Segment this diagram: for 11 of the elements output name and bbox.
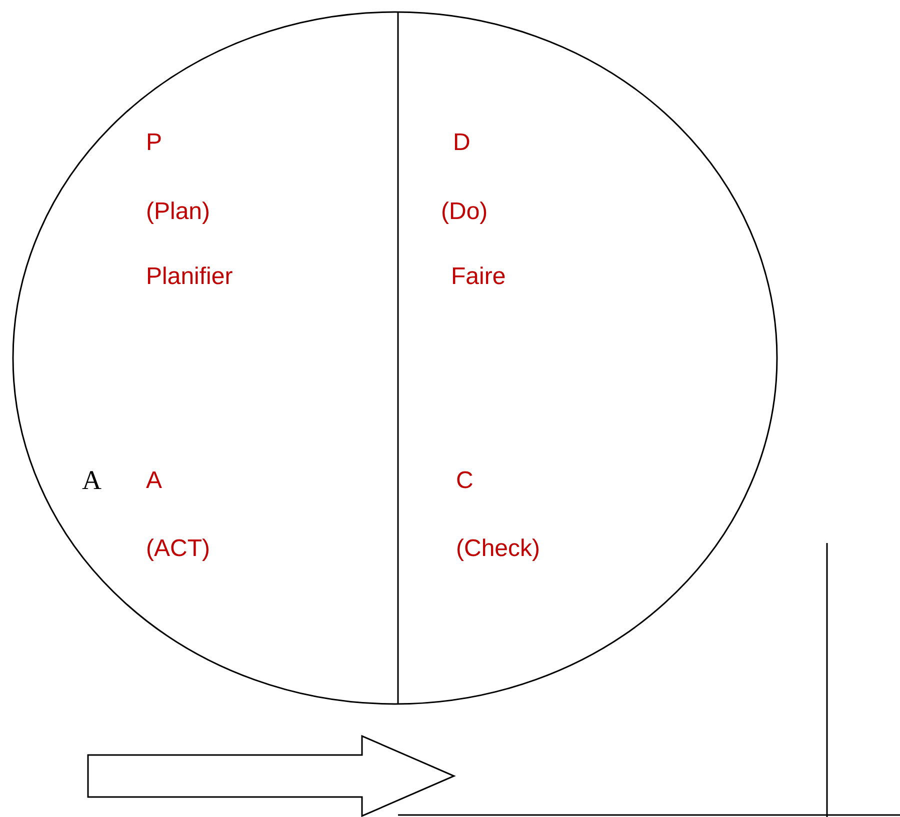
cycle-label: A — [146, 467, 162, 495]
cycle-label: P — [146, 129, 162, 157]
cycle-label: (Plan) — [146, 198, 210, 226]
cycle-label: Faire — [451, 263, 506, 291]
quadrant-letter: A — [82, 465, 102, 495]
cycle-label: C — [456, 467, 474, 495]
cycle-label: (ACT) — [146, 535, 210, 563]
cycle-label: (Check) — [456, 535, 540, 563]
cycle-label: D — [453, 129, 470, 157]
cycle-label: (Do) — [441, 198, 488, 226]
cycle-label: Planifier — [146, 263, 233, 291]
